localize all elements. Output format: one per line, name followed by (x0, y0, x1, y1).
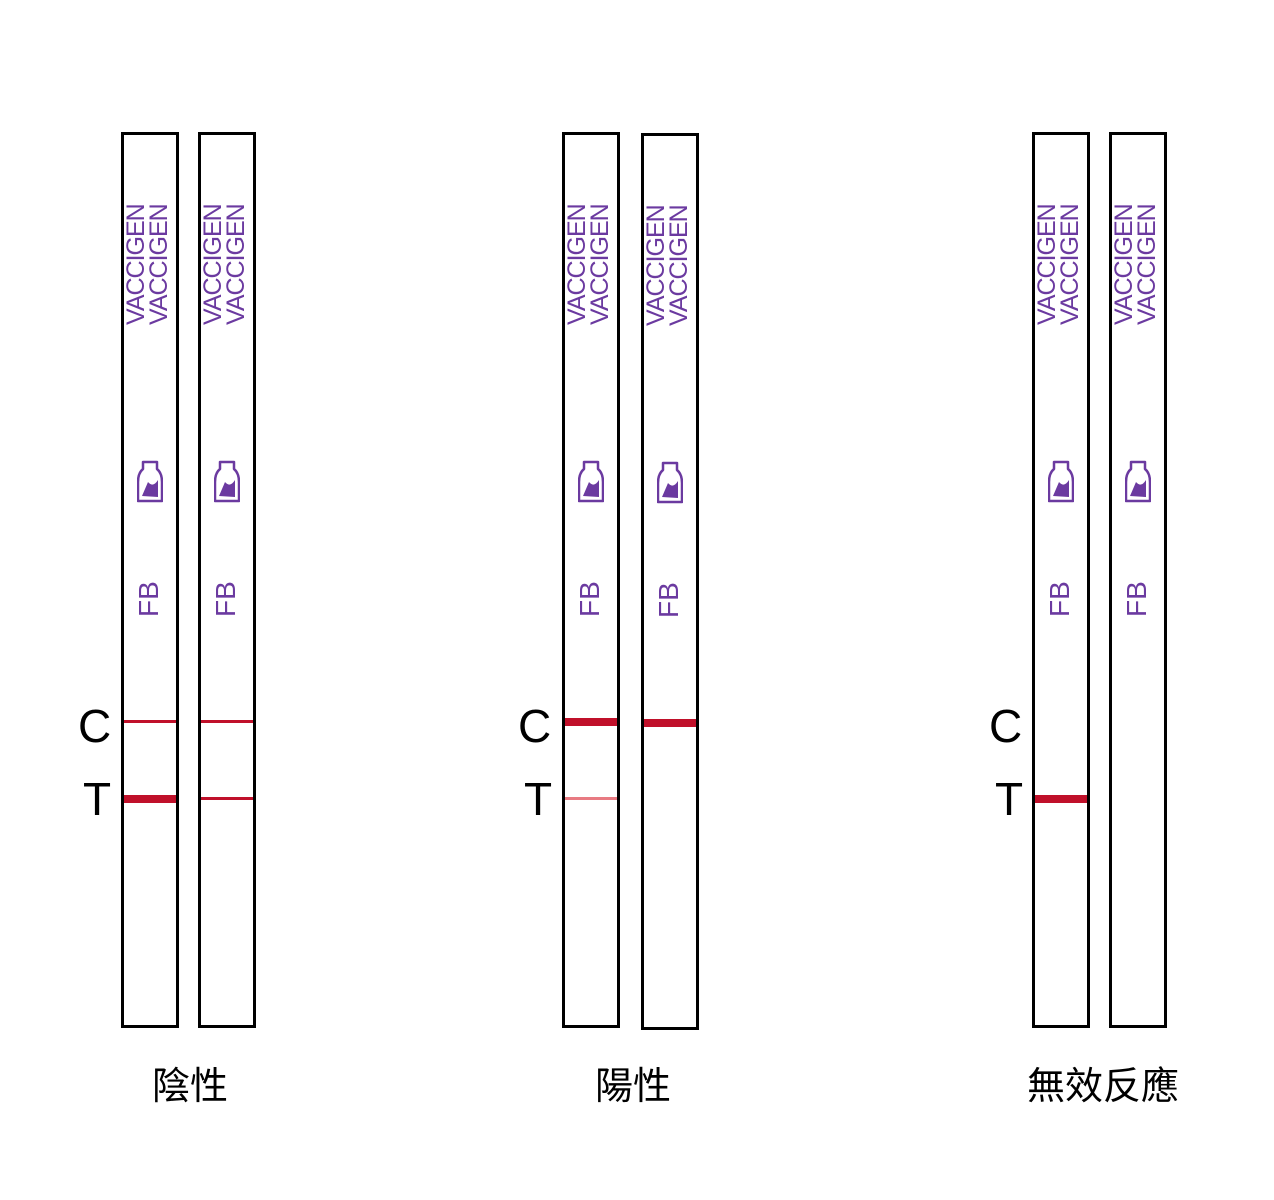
product-code: FB (1121, 581, 1152, 617)
bottle-icon (1048, 460, 1074, 503)
brand-text: VACCIGEN VACCIGEN (1033, 165, 1087, 325)
test-strip: VACCIGEN VACCIGEN FB (198, 132, 256, 1028)
control-line (124, 720, 176, 723)
brand-text: VACCIGEN VACCIGEN (199, 165, 253, 325)
brand-line: VACCIGEN (1056, 204, 1084, 325)
product-code: FB (210, 581, 241, 617)
brand-line: VACCIGEN (145, 204, 173, 325)
brand-line: VACCIGEN (1133, 204, 1161, 325)
group-caption: 陽性 (594, 1064, 671, 1108)
test-line (201, 797, 253, 800)
test-strip: VACCIGEN VACCIGEN FB (641, 133, 699, 1030)
control-marker: C (78, 700, 112, 752)
test-strip: VACCIGEN VACCIGEN FB (1109, 132, 1167, 1028)
product-code: FB (1044, 581, 1075, 617)
test-line (1035, 795, 1087, 803)
test-marker: T (995, 773, 1024, 825)
bottle-icon (1125, 460, 1151, 503)
group-caption: 無效反應 (1026, 1064, 1179, 1108)
brand-text: VACCIGEN VACCIGEN (642, 166, 696, 326)
control-line (201, 720, 253, 723)
brand-line: VACCIGEN (586, 204, 614, 325)
test-strip: VACCIGEN VACCIGEN FB (562, 132, 620, 1028)
control-line (644, 719, 696, 727)
brand-text: VACCIGEN VACCIGEN (563, 165, 617, 325)
bottle-icon (137, 460, 163, 503)
test-strip: VACCIGEN VACCIGEN FB (1032, 132, 1090, 1028)
test-strip: VACCIGEN VACCIGEN FB (121, 132, 179, 1028)
product-code: FB (574, 581, 605, 617)
product-code: FB (653, 582, 684, 618)
brand-text: VACCIGEN VACCIGEN (122, 165, 176, 325)
test-marker: T (83, 773, 112, 825)
brand-text: VACCIGEN VACCIGEN (1110, 165, 1164, 325)
test-line (565, 797, 617, 800)
bottle-icon (214, 460, 240, 503)
control-marker: C (518, 700, 552, 752)
product-code: FB (133, 581, 164, 617)
brand-line: VACCIGEN (665, 205, 693, 326)
control-line (565, 718, 617, 726)
bottle-icon (578, 460, 604, 503)
control-marker: C (989, 700, 1023, 752)
group-caption: 陰性 (151, 1064, 228, 1108)
bottle-icon (657, 461, 683, 504)
brand-line: VACCIGEN (222, 204, 250, 325)
test-marker: T (524, 773, 553, 825)
test-line (124, 795, 176, 803)
